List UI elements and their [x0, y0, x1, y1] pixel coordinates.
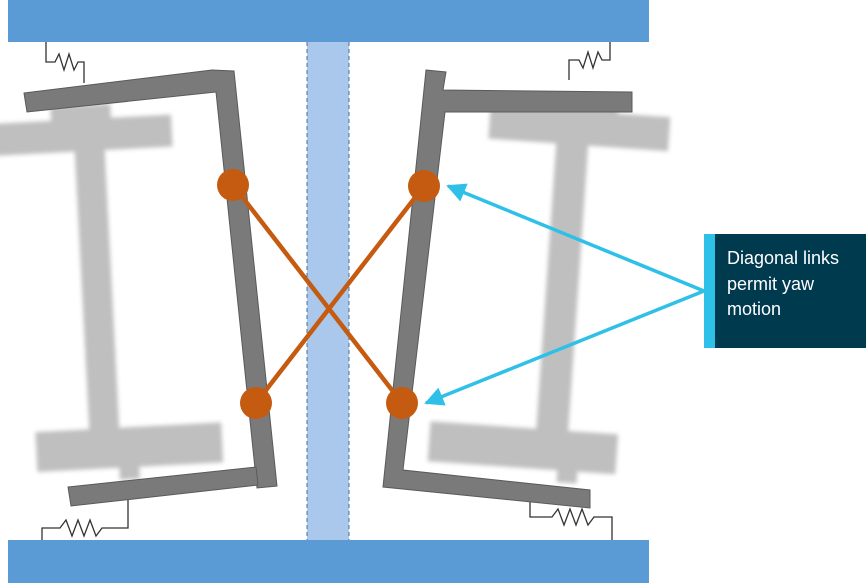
- diagonal-link-a: [231, 183, 404, 405]
- pivot-upper-left-icon: [217, 169, 249, 201]
- callout-line-3: motion: [727, 299, 782, 320]
- pivot-lower-left-icon: [240, 387, 272, 419]
- diagonal-link-b: [254, 184, 426, 405]
- spring-bottom-right-icon: [529, 500, 613, 540]
- left-frame-bottom-arm: [67, 466, 259, 507]
- bottom-rail: [8, 540, 649, 583]
- arrow-to-lower-pivot-icon: [424, 289, 705, 406]
- arrow-to-upper-pivot-icon: [446, 183, 705, 293]
- callout-line-2: permit yaw: [727, 273, 815, 294]
- callout-line-1: Diagonal links: [727, 248, 840, 268]
- left-frame: [23, 69, 278, 489]
- pivot-upper-right-icon: [408, 170, 440, 202]
- right-frame: [382, 69, 633, 509]
- pivot-lower-right-icon: [386, 387, 418, 419]
- spring-top-right-icon: [568, 42, 611, 80]
- callout-box: Diagonal links permit yaw motion: [704, 234, 866, 348]
- top-rail: [8, 0, 649, 42]
- left-ghost-bogie: [0, 103, 224, 480]
- spring-bottom-left-icon: [41, 500, 129, 540]
- spring-top-left-icon: [45, 42, 85, 83]
- right-ghost-bogie: [427, 95, 671, 484]
